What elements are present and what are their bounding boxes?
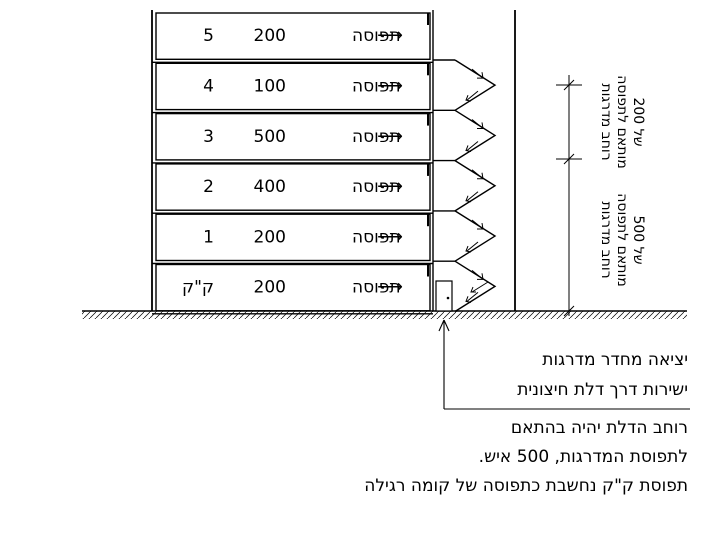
stair-arrow-a-1 xyxy=(471,119,484,129)
stair-arrow-b-1 xyxy=(466,141,479,151)
ground-hatch xyxy=(82,311,687,319)
dimension-label-lower: רוחב מדרגות מותאם לתפוסה של 500 xyxy=(598,193,646,287)
door-note-line1: רוחב הדלת יהיה בהתאם xyxy=(510,418,688,438)
stair-arrow-a-2 xyxy=(471,169,484,180)
flow-arrow-5: ⟶ xyxy=(377,277,403,298)
exit-note-line1: יציאה מחדר מדרגות xyxy=(542,350,688,370)
floor-number-5: ק"ק xyxy=(182,278,214,298)
stair-width-dimension xyxy=(556,75,582,317)
floor-occupancy-label-0: תפוסה xyxy=(352,26,401,46)
floor-number-4: 1 xyxy=(203,227,214,247)
door-note-line2: לתפוסת המדרגות, 500 איש. xyxy=(478,447,688,467)
floor-rooms xyxy=(152,12,433,315)
stair-arrow-b-4 xyxy=(466,291,479,302)
floor-number-3: 2 xyxy=(203,177,214,197)
stair-arrowhead-b-3 xyxy=(465,245,472,253)
stair-arrow-a-3 xyxy=(471,219,484,230)
stair-arrowhead-a-3 xyxy=(477,222,484,230)
flow-arrow-2: ⟶ xyxy=(377,126,403,147)
dimension-lower-line1: רוחב מדרגות xyxy=(598,201,614,278)
stair-flights xyxy=(433,59,497,313)
exit-pointer-arrow xyxy=(438,319,690,410)
dimension-lower-line3: של 500 xyxy=(630,215,646,264)
stair-arrowhead-a-2 xyxy=(477,172,484,180)
door-note-line3: תפוסת ק"ק נחשבת כתפוסה של קומה רגילה xyxy=(364,476,688,496)
stair-arrow-a-0 xyxy=(471,68,484,79)
floor-number-1: 4 xyxy=(203,76,214,96)
dimension-lower-line2: מותאם לתפוסה xyxy=(614,193,630,287)
stair-arrowhead-a-4 xyxy=(477,273,484,280)
stair-arrow-b-2 xyxy=(466,191,479,202)
floor-occupancy-2: 500 xyxy=(254,127,286,147)
stair-arrowhead-b-1 xyxy=(465,145,472,152)
floor-occupancy-4: 200 xyxy=(254,227,286,247)
floor-room-0 xyxy=(155,12,431,60)
stair-arrowhead-b-2 xyxy=(465,195,472,203)
stair-arrow-b-0 xyxy=(466,90,479,101)
flow-arrow-0: ⟶ xyxy=(377,25,403,46)
flow-arrow-3: ⟶ xyxy=(377,176,403,197)
floor-room-3 xyxy=(155,163,431,211)
floor-number-0: 5 xyxy=(203,26,214,46)
flow-arrow-4: ⟶ xyxy=(377,226,403,247)
stair-arrowhead-ground xyxy=(470,286,476,293)
stair-arrowhead-a-1 xyxy=(477,122,484,129)
stair-flight-2 xyxy=(454,160,497,212)
exit-note-line2: ישירות דרך דלת חיצונית xyxy=(517,380,688,400)
dimension-upper-line3: של 200 xyxy=(630,97,646,146)
floor-occupancy-1: 100 xyxy=(254,76,286,96)
stair-flight-3 xyxy=(454,210,497,262)
stair-arrow-a-4 xyxy=(471,269,484,280)
stair-flight-1 xyxy=(454,109,497,162)
dimension-upper-line1: רוחב מדרגות xyxy=(598,83,614,160)
stair-arrowhead-b-4 xyxy=(465,296,472,303)
floor-number-2: 3 xyxy=(203,127,214,147)
floor-occupancy-0: 200 xyxy=(254,26,286,46)
floor-room-4 xyxy=(155,213,431,262)
floor-room-2 xyxy=(155,112,431,161)
flow-arrow-1: ⟶ xyxy=(377,75,403,96)
stair-arrow-b-3 xyxy=(466,241,479,252)
exit-door xyxy=(435,280,453,312)
floor-occupancy-label-1: תפוסה xyxy=(352,76,401,96)
exit-door-knob xyxy=(446,296,450,300)
floor-occupancy-label-5: תפוסה xyxy=(352,278,401,298)
floor-occupancy-3: 400 xyxy=(254,177,286,197)
stair-arrowhead-b-0 xyxy=(465,94,472,102)
floor-occupancy-label-3: תפוסה xyxy=(352,177,401,197)
stair-flight-4 xyxy=(454,260,497,313)
dimension-upper-line2: מותאם לתפוסה xyxy=(614,75,630,169)
dimension-label-upper: רוחב מדרגות מותאם לתפוסה של 200 xyxy=(598,75,646,169)
floor-room-5 xyxy=(155,263,431,312)
stair-arrowhead-a-0 xyxy=(477,72,484,79)
floor-occupancy-label-2: תפוסה xyxy=(352,127,401,147)
floor-occupancy-label-4: תפוסה xyxy=(352,227,401,247)
floor-room-1 xyxy=(155,62,431,111)
stair-flight-0 xyxy=(454,59,497,111)
stair-arrow-ground xyxy=(471,281,489,293)
floor-occupancy-5: 200 xyxy=(254,278,286,298)
